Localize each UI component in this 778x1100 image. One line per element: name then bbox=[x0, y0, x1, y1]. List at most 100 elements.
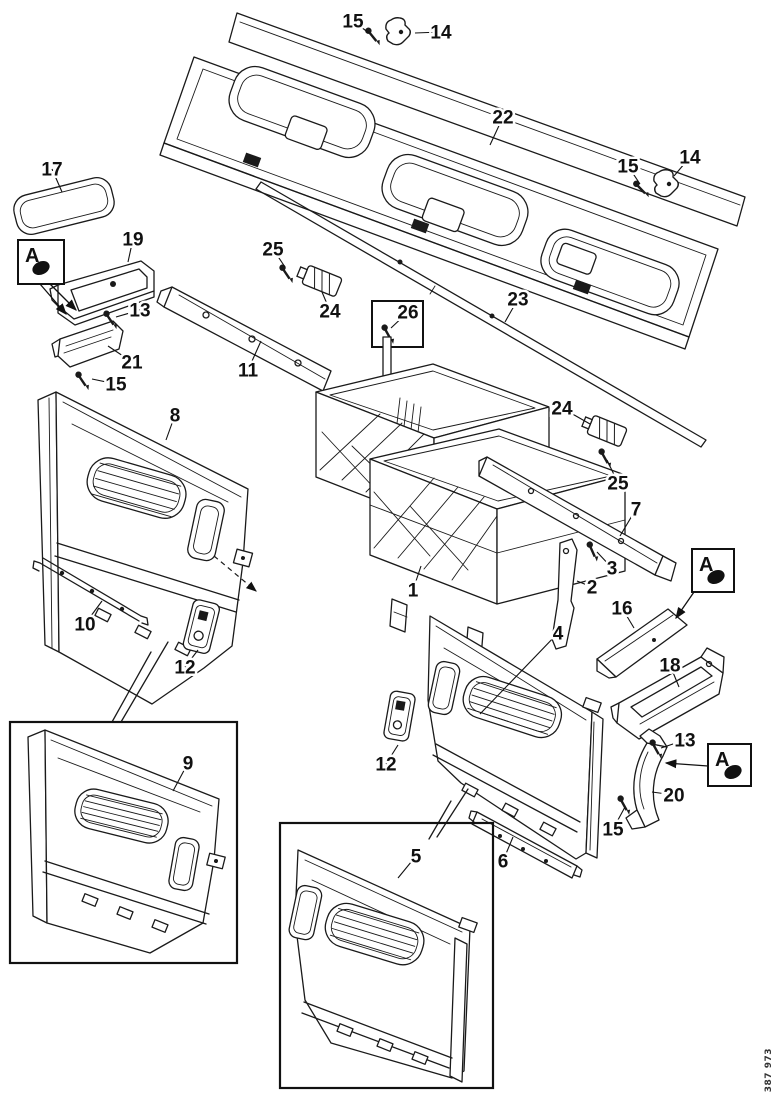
callout-leader bbox=[84, 600, 103, 625]
part-10-sill-strip bbox=[32, 557, 149, 626]
callout-13: 13 bbox=[674, 731, 695, 752]
callout-15: 15 bbox=[602, 820, 624, 841]
callout-5: 5 bbox=[411, 847, 422, 868]
part-23-rail bbox=[255, 181, 707, 448]
callout-leader bbox=[385, 744, 399, 765]
callout-25: 25 bbox=[607, 474, 629, 495]
callout-leader bbox=[272, 248, 286, 268]
callout-leader bbox=[414, 31, 442, 34]
callout-leader bbox=[352, 20, 370, 34]
callout-13: 13 bbox=[129, 301, 150, 322]
detail-box-a bbox=[691, 548, 735, 593]
detail-box-letter: A bbox=[25, 245, 39, 267]
callout-leader bbox=[115, 309, 141, 318]
shelf-edge-clip-icon bbox=[242, 152, 592, 295]
callout-leader bbox=[165, 414, 176, 441]
callout-15: 15 bbox=[617, 157, 639, 178]
callout-6: 6 bbox=[498, 852, 509, 873]
callout-leader bbox=[576, 580, 593, 588]
callout-24: 24 bbox=[551, 399, 573, 420]
part-20-support-bracket bbox=[625, 728, 668, 830]
callout-leader bbox=[247, 340, 262, 371]
callout-25: 25 bbox=[262, 240, 284, 261]
callout-leader bbox=[390, 311, 409, 329]
detail-box-26 bbox=[371, 300, 424, 348]
part-17-armrest-pad bbox=[13, 177, 115, 235]
callout-leader bbox=[596, 551, 613, 569]
screw-15-left-icon bbox=[70, 369, 96, 392]
callout-20: 20 bbox=[663, 786, 684, 807]
callout-leader bbox=[651, 791, 675, 796]
callout-3: 3 bbox=[607, 559, 618, 580]
callout-7: 7 bbox=[631, 500, 642, 521]
part-21-bracket bbox=[51, 320, 124, 368]
callout-leader bbox=[51, 168, 63, 193]
callout-leader bbox=[669, 664, 680, 688]
callout-leader bbox=[91, 378, 117, 385]
callout-leader bbox=[612, 806, 626, 830]
part-1-console-box bbox=[315, 336, 626, 659]
sheet-number: 387 973 bbox=[764, 1047, 774, 1092]
part-6-sill-strip bbox=[468, 810, 583, 879]
callout-leader bbox=[127, 238, 134, 263]
callout-4: 4 bbox=[553, 624, 564, 645]
callout-16: 16 bbox=[611, 599, 632, 620]
callout-leader bbox=[504, 298, 519, 323]
screw-15-top-icon bbox=[360, 25, 386, 47]
detail-box-leader bbox=[664, 759, 709, 769]
part-12-bracket-left bbox=[182, 599, 221, 654]
part-12-bracket-center bbox=[383, 690, 416, 742]
callout-leader bbox=[397, 855, 417, 879]
callout-15: 15 bbox=[105, 375, 127, 396]
callout-leader bbox=[627, 165, 641, 185]
callout-26: 26 bbox=[397, 303, 418, 324]
callout-leader bbox=[172, 762, 189, 792]
callout-12: 12 bbox=[174, 658, 195, 679]
callout-leader bbox=[673, 156, 691, 177]
callout-1: 1 bbox=[408, 581, 419, 602]
callout-23: 23 bbox=[507, 290, 528, 311]
screw-15-bottom-icon bbox=[611, 793, 637, 817]
callout-22: 22 bbox=[492, 108, 513, 129]
part-8-side-panel-left bbox=[37, 391, 254, 705]
callout-11: 11 bbox=[238, 361, 259, 382]
callout-leader bbox=[479, 632, 559, 715]
callout-leader bbox=[321, 291, 331, 312]
callout-leader bbox=[489, 116, 504, 146]
detail-box-leader bbox=[39, 283, 67, 315]
part-18-bracket-tray bbox=[610, 647, 725, 740]
callout-18: 18 bbox=[659, 656, 680, 677]
part-24-clip-left bbox=[294, 261, 344, 298]
part-22-shelf-panel-assembly bbox=[159, 12, 746, 350]
callout-leader bbox=[619, 508, 637, 537]
callout-24: 24 bbox=[319, 302, 341, 323]
callout-leader bbox=[621, 607, 635, 629]
callout-2: 2 bbox=[587, 578, 598, 599]
assembly-direction-dashed-arrow bbox=[213, 555, 257, 592]
part-7-rail bbox=[478, 456, 677, 582]
part-14-bracket-top bbox=[385, 17, 411, 46]
part-24-clip-right bbox=[579, 411, 629, 448]
callout-8: 8 bbox=[170, 406, 181, 427]
fastener-clip-icon bbox=[32, 260, 50, 276]
callout-leader bbox=[502, 836, 514, 862]
callout-14: 14 bbox=[679, 148, 701, 169]
fastener-clip-icon bbox=[724, 764, 742, 780]
callout-17: 17 bbox=[41, 160, 62, 181]
fastener-clip-icon bbox=[707, 569, 725, 585]
detail-box-a bbox=[707, 743, 752, 787]
screw-25-left-icon bbox=[274, 262, 300, 285]
callout-10: 10 bbox=[74, 615, 95, 636]
inset-leader-lines bbox=[111, 641, 469, 840]
detail-box-leader bbox=[675, 591, 695, 620]
callout-leader bbox=[606, 459, 619, 484]
part-16-trim-strip bbox=[596, 608, 688, 679]
callout-leader bbox=[107, 345, 133, 363]
callout-leader bbox=[660, 739, 686, 749]
inset-detail-box bbox=[278, 821, 495, 1090]
part-4-side-panel-right bbox=[427, 615, 604, 860]
callout-leader bbox=[561, 407, 591, 425]
callout-21: 21 bbox=[121, 353, 143, 374]
